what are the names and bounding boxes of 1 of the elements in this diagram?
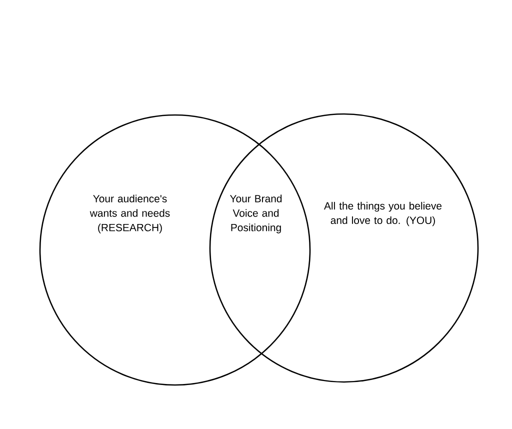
overlap-text: Your Brand Voice and Positioning: [230, 194, 282, 234]
